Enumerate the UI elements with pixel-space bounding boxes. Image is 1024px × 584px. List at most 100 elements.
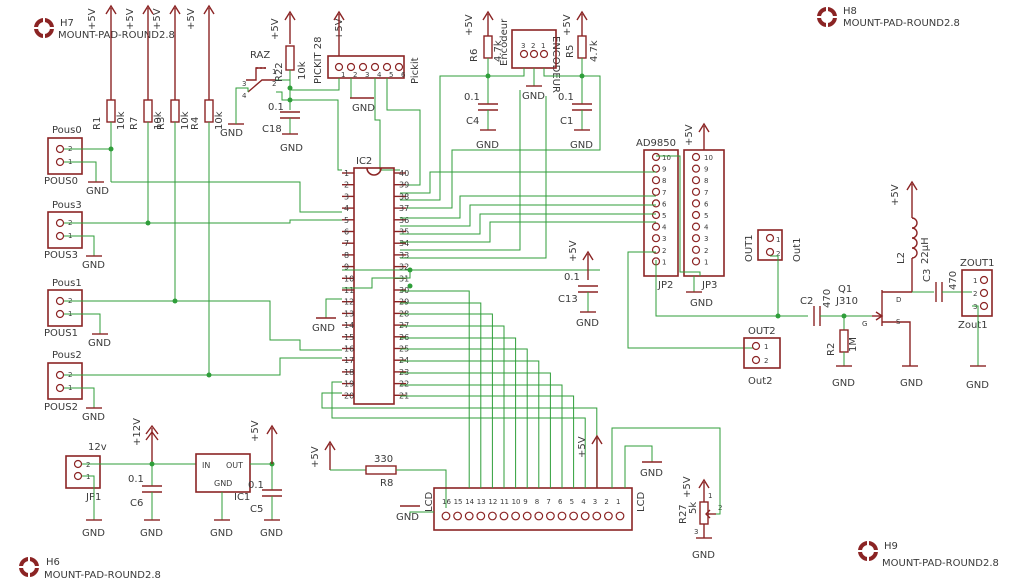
button-header-pous1[interactable]: Pous1 2 1 POUS1 GND [44, 278, 175, 349]
pickit-header[interactable]: PICKIT 28 +5V Pickit 1 2 3 4 5 6 GND [290, 10, 421, 186]
lcd-data-nets [321, 290, 598, 488]
lcd-pin-5: 5 [570, 498, 574, 506]
h6-value: MOUNT-PAD-ROUND2.8 [44, 570, 161, 581]
mount-pad-h8[interactable]: H8 MOUNT-PAD-ROUND2.8 [817, 6, 960, 29]
r22-supply-label: +5V [270, 18, 281, 40]
regulator-ic1[interactable]: IN OUT GND IC1 GND [195, 453, 275, 539]
lcd-pin-11: 11 [500, 498, 509, 506]
lcd-data-net [400, 384, 563, 488]
output-header-out1[interactable]: OUT1 2 1 Out1 [744, 229, 803, 319]
lcd-pin-4: 4 [581, 498, 586, 506]
r6-supply-label: +5V [464, 14, 475, 36]
pickit-pin-2: 2 [353, 71, 357, 79]
pous3-gnd: GND [82, 260, 105, 271]
lcd-data-net [400, 372, 551, 488]
h8-ref: H8 [843, 6, 857, 17]
jp3-pin-2: 2 [704, 247, 708, 255]
capacitor-c6[interactable]: 0.1 C6 GND [128, 464, 163, 539]
pous3-bottom-label: POUS3 [44, 250, 78, 261]
capacitor-c18[interactable]: 0.1 C18 GND [262, 102, 303, 154]
output-header-zout1[interactable]: ZOUT1 1 2 3 Zout1 GND [958, 258, 995, 391]
c3-value: 470 [948, 271, 959, 290]
resistor-r2[interactable]: R2 1M GND [826, 316, 859, 389]
mount-pad-h6[interactable]: H6 MOUNT-PAD-ROUND2.8 [19, 557, 161, 581]
capacitor-c3[interactable]: C3 470 [912, 269, 972, 302]
encoder-pin-2: 2 [531, 42, 535, 50]
reset-switch-raz[interactable]: RAZ 3 4 1 2 GND [220, 50, 293, 139]
capacitor-c5[interactable]: +5V 0.1 C5 GND [248, 420, 283, 539]
pickit-pin-5: 5 [389, 71, 393, 79]
jp3-pin-1: 1 [704, 258, 708, 266]
lcd-pad [441, 511, 451, 521]
lcd-data-net [400, 290, 470, 488]
ic2-pin-18: 18 [344, 368, 354, 377]
jp2-pin-3: 3 [662, 235, 666, 243]
contrast-pot-r27[interactable]: +5V R27 5k 1 2 3 GND [678, 476, 722, 561]
resistor-r6[interactable]: +5V R6 4.7k [464, 10, 504, 104]
c3-ref: C3 [922, 269, 933, 282]
lcd-pad [592, 511, 602, 521]
inductor-l2[interactable]: +5V L2 22µH [890, 180, 931, 292]
ic2-pin-31: 31 [399, 274, 409, 283]
c6-ref: C6 [130, 498, 143, 509]
jfet-q1[interactable]: Q1 J310 D G S GND [835, 284, 923, 389]
c5-value: 0.1 [248, 480, 264, 491]
capacitor-c1[interactable]: 0.1 C1 GND [558, 92, 593, 151]
pullup-rail-r4[interactable]: +5V R4 10k [186, 4, 225, 130]
c4-ref: C4 [466, 116, 479, 127]
out1-name: Out1 [792, 238, 803, 263]
ic2-pin-2: 2 [344, 181, 349, 190]
ic2-pin-10: 10 [344, 274, 354, 283]
capacitor-c4[interactable]: 0.1 C4 GND [464, 92, 499, 151]
encoder-pin-3: 3 [521, 42, 525, 50]
button-header-pous2[interactable]: Pous2 2 1 POUS2 GND [44, 350, 209, 423]
pous2-bottom-label: POUS2 [44, 402, 78, 413]
q1-value: J310 [835, 296, 858, 307]
h6-ref: H6 [46, 557, 60, 568]
q1-drain: D [896, 296, 901, 304]
resistor-r5[interactable]: +5V R5 4.7k [562, 10, 600, 104]
encoder-gnd: GND [522, 91, 545, 102]
r2-value: 1M [848, 337, 859, 352]
mount-pad-h9[interactable]: H9 MOUNT-PAD-ROUND2.8 [858, 541, 999, 569]
r4-ref: R4 [190, 117, 201, 130]
encoder-header[interactable]: Encodeur ENCODEUR 3 2 1 GND [488, 18, 582, 102]
resistor-r22[interactable]: +5V R22 10k [270, 10, 308, 110]
jp3-pad [691, 152, 701, 162]
lcd-pad [464, 511, 474, 521]
power-header-jp1[interactable]: 12v 2 1 JP1 GND [65, 442, 196, 539]
jp2-pad [651, 187, 661, 196]
lcd-pad [488, 511, 497, 521]
jp3-pin-9: 9 [704, 166, 708, 174]
jp3-pad [691, 176, 701, 185]
ic2-pin-6: 6 [344, 228, 349, 237]
r27-ref: R27 [678, 504, 689, 524]
ic2-pin-15: 15 [344, 333, 354, 342]
jp3-pin-7: 7 [704, 189, 708, 197]
lcd-pin-1: 1 [616, 498, 620, 506]
pullup-rail-r7[interactable]: +5V R7 10k [125, 4, 164, 130]
lcd-pad [557, 511, 567, 521]
output-header-out2[interactable]: OUT2 1 2 Out2 [743, 326, 781, 387]
pickit-pin-4: 4 [377, 71, 382, 79]
button-header-pous0[interactable]: Pous0 2 1 POUS0 GND [44, 125, 111, 197]
resistor-r8[interactable]: +5V 330 R8 [310, 440, 447, 508]
jp1-value: 12v [88, 442, 107, 453]
lcd-pad [569, 511, 578, 521]
ic2-gnd: GND [312, 323, 335, 334]
lcd-pin-13: 13 [477, 498, 486, 506]
jp1-ref: JP1 [85, 492, 101, 503]
mount-pad-h7[interactable]: H7 MOUNT-PAD-ROUND2.8 [34, 18, 175, 41]
ic2-pin-33: 33 [399, 251, 409, 260]
ic2-pin-26: 26 [399, 333, 409, 342]
c5-ref: C5 [250, 504, 263, 515]
c1-value: 0.1 [558, 92, 574, 103]
capacitor-c2[interactable]: C2 470 [800, 289, 872, 326]
pullup-rail-r1[interactable]: +5V R1 10k [87, 4, 127, 130]
button-header-pous3[interactable]: Pous3 2 1 POUS3 GND [44, 200, 148, 271]
capacitor-c13[interactable]: +5V 0.1 C13 GND [558, 240, 599, 329]
